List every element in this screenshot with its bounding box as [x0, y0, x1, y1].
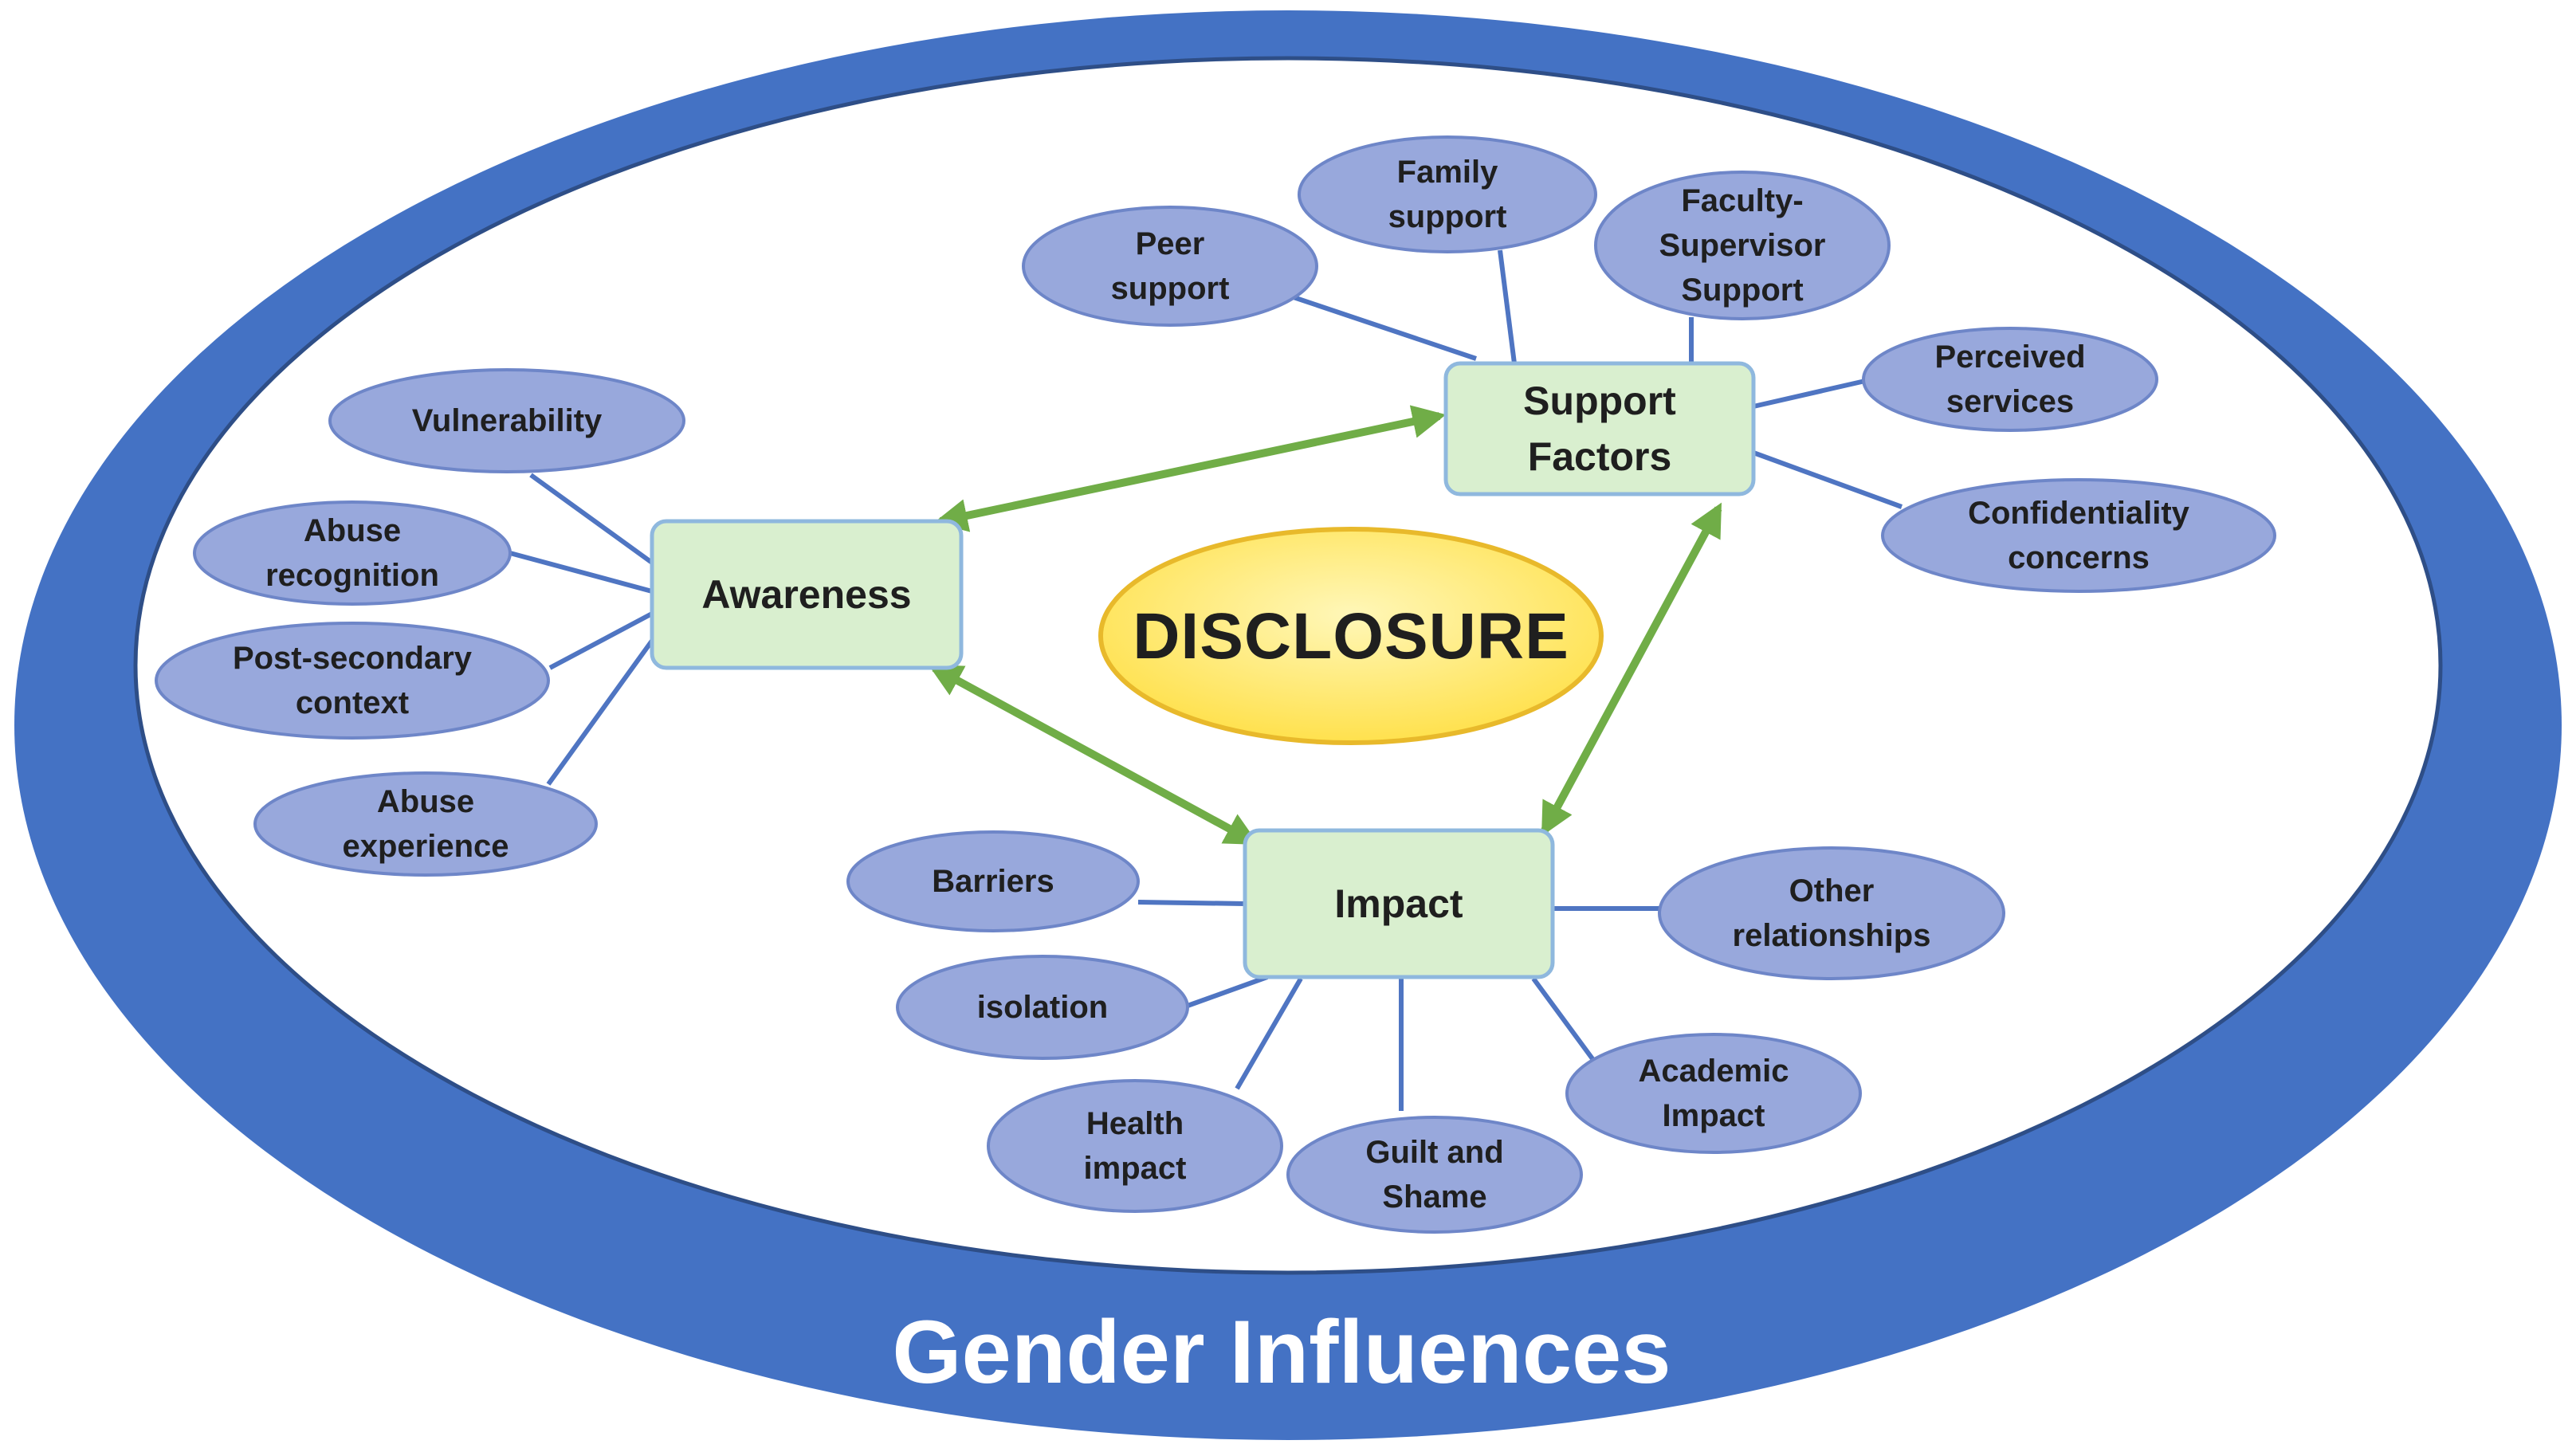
subtopic-academic-impact-label-line-1: Academic	[1639, 1054, 1789, 1089]
subtopic-guilt-and-shame-label-line-1: Guilt and	[1365, 1135, 1503, 1170]
subtopic-other-relationships: Other relationships	[1658, 846, 2005, 980]
subtopic-health-impact-ellipse	[987, 1079, 1283, 1213]
hub-impact-label-line-1: Impact	[1334, 881, 1463, 926]
connector-academic-impact	[1531, 977, 1598, 1065]
subtopic-health-impact: Health impact	[987, 1079, 1283, 1213]
subtopic-faculty-supervisor-support-label-line-2: Supervisor	[1659, 228, 1826, 263]
subtopic-family-support-ellipse	[1298, 135, 1597, 253]
subtopic-peer-support-ellipse	[1022, 206, 1318, 327]
subtopic-abuse-experience-label-line-1: Abuse	[377, 784, 474, 819]
subtopic-peer-support-label-line-2: support	[1111, 271, 1230, 306]
connector-confidentiality-concerns	[1752, 450, 1903, 509]
connector-post-secondary-context	[548, 611, 654, 670]
arrow-awareness-support	[933, 405, 1447, 532]
subtopic-vulnerability: Vulnerability	[328, 368, 685, 473]
hub-impact-box	[1243, 828, 1555, 979]
subtopic-other-relationships-ellipse	[1658, 846, 2005, 980]
subtopic-peer-support-label-line-1: Peer	[1136, 226, 1205, 261]
subtopic-other-relationships-label-line-1: Other	[1789, 873, 1875, 909]
hub-support-box	[1443, 361, 1756, 496]
gender-influences-label: Gender Influences	[892, 1302, 1671, 1402]
connector-perceived-services	[1753, 379, 1866, 409]
subtopic-abuse-recognition-label-line-2: recognition	[265, 558, 439, 593]
connector-peer-support	[1290, 294, 1477, 361]
subtopic-isolation-ellipse	[896, 955, 1189, 1060]
subtopic-barriers-label-line-1: Barriers	[932, 864, 1054, 899]
subtopic-family-support-label-line-1: Family	[1397, 155, 1498, 190]
arrow-impact-support	[1541, 502, 1722, 837]
subtopic-family-support: Family support	[1298, 135, 1597, 253]
connector-barriers	[1137, 900, 1246, 906]
subtopic-abuse-recognition-label-line-1: Abuse	[304, 513, 401, 548]
subtopic-perceived-services-ellipse	[1862, 327, 2158, 432]
subtopic-faculty-supervisor-support-label-line-3: Support	[1681, 273, 1803, 308]
connector-family-support	[1498, 249, 1517, 364]
subtopic-perceived-services: Perceived services	[1862, 327, 2158, 432]
subtopic-academic-impact-ellipse	[1565, 1033, 1862, 1154]
hub-awareness: Awareness	[650, 519, 964, 670]
subtopic-post-secondary-context-ellipse	[155, 622, 550, 740]
subtopic-confidentiality-concerns: Confidentiality concerns	[1881, 478, 2276, 593]
hub-arrows	[928, 405, 1722, 846]
hub-awareness-box	[650, 519, 964, 670]
subtopic-abuse-experience-label-line-2: experience	[342, 829, 509, 864]
subtopic-barriers-ellipse	[846, 830, 1140, 932]
subtopic-isolation-label-line-1: isolation	[977, 990, 1108, 1025]
connector-vulnerability	[529, 473, 654, 565]
subtopic-guilt-and-shame-label-line-2: Shame	[1382, 1179, 1486, 1215]
subtopic-perceived-services-label-line-2: services	[1946, 384, 2074, 419]
subtopic-vulnerability-ellipse	[328, 368, 685, 473]
connector-isolation	[1186, 975, 1269, 1008]
hub-support-label-line-2: Factors	[1528, 434, 1672, 479]
subtopic-confidentiality-concerns-label-line-1: Confidentiality	[1968, 496, 2190, 531]
subtopic-isolation: isolation	[896, 955, 1189, 1060]
subtopic-peer-support: Peer support	[1022, 206, 1318, 327]
subtopic-faculty-supervisor-support-ellipse	[1594, 171, 1891, 320]
subtopic-other-relationships-label-line-2: relationships	[1733, 918, 1931, 953]
subtopic-confidentiality-concerns-label-line-2: concerns	[2008, 540, 2150, 575]
subtopic-barriers: Barriers	[846, 830, 1140, 932]
subtopic-guilt-and-shame-ellipse	[1286, 1116, 1583, 1234]
subtopic-vulnerability-label-line-1: Vulnerability	[412, 403, 603, 438]
subtopic-post-secondary-context-label-line-1: Post-secondary	[233, 641, 473, 676]
hub-support-label-line-1: Support	[1523, 379, 1676, 423]
hub-awareness-label-line-1: Awareness	[701, 572, 911, 617]
subtopic-family-support-label-line-2: support	[1388, 199, 1507, 234]
subtopic-abuse-experience-ellipse	[253, 771, 598, 877]
hub-impact: Impact	[1243, 828, 1555, 979]
connector-lines	[509, 249, 1903, 1111]
connector-abuse-experience	[546, 639, 654, 786]
subtopic-abuse-recognition-ellipse	[193, 500, 512, 606]
subtopic-health-impact-label-line-1: Health	[1086, 1106, 1184, 1141]
arrow-awareness-impact	[928, 664, 1259, 846]
subtopic-post-secondary-context: Post-secondary context	[155, 622, 550, 740]
subtopic-health-impact-label-line-2: impact	[1084, 1151, 1187, 1186]
subtopic-abuse-recognition: Abuse recognition	[193, 500, 512, 606]
subtopic-perceived-services-label-line-1: Perceived	[1934, 339, 2085, 375]
subtopic-abuse-experience: Abuse experience	[253, 771, 598, 877]
subtopic-post-secondary-context-label-line-2: context	[296, 685, 409, 720]
subtopic-academic-impact-label-line-2: Impact	[1663, 1098, 1765, 1133]
disclosure-label: DISCLOSURE	[1133, 600, 1569, 673]
connector-health-impact	[1235, 977, 1303, 1090]
connector-abuse-recognition	[509, 551, 653, 594]
disclosure-ellipse	[1098, 527, 1604, 745]
subtopic-confidentiality-concerns-ellipse	[1881, 478, 2276, 593]
subtopic-faculty-supervisor-support-label-line-1: Faculty-	[1681, 183, 1803, 218]
